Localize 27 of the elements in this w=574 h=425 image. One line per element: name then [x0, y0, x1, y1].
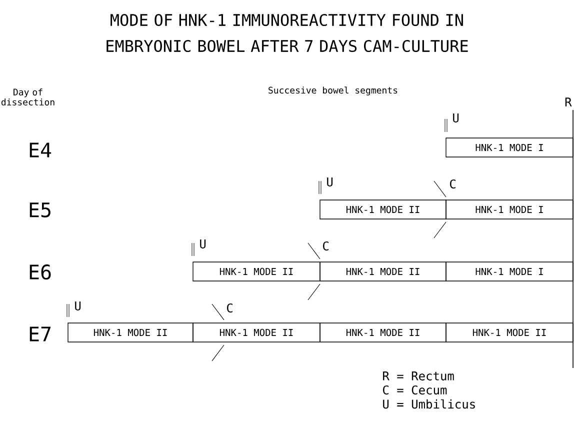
umbilicus-label: U	[75, 302, 81, 310]
cecum-label: C	[450, 179, 456, 189]
umbilicus-label: U	[200, 240, 206, 248]
segment-box: HNK-1 MODE II	[320, 322, 446, 342]
cecum-label: C	[323, 241, 328, 251]
segment-box: HNK-1 MODE I	[446, 200, 574, 220]
segment-box: HNK-1 MODE I	[446, 138, 574, 158]
cecum-label: C	[227, 303, 232, 313]
day-label: E6	[30, 264, 51, 280]
legend-text: C = Cecum	[383, 385, 447, 395]
legend-text: R = Rectum	[383, 372, 454, 380]
rectum-label: R	[565, 98, 572, 106]
day-label: E4	[30, 142, 52, 158]
legend-text: U = Umbilicus	[383, 399, 475, 409]
title: MODE OF HNK-1 IMMUNOREACTIVITY FOUND IN EMBRYONIC BOWEL AFTER 7 DAYS CAM-CULTURE	[106, 14, 468, 52]
segment-box: HNK-1 MODE II	[320, 262, 446, 282]
segment-box: HNK-1 MODE II	[446, 322, 574, 342]
umbilicus-label: U	[453, 114, 459, 122]
umbilicus-label: U	[327, 178, 333, 186]
segment-box: HNK-1 MODE II	[68, 322, 194, 342]
axis-heading: Day of dissection	[1, 88, 54, 106]
axis-heading: Succesive bowel segments	[268, 86, 398, 96]
day-label: E5	[30, 202, 50, 218]
segment-box: HNK-1 MODE II	[320, 200, 446, 220]
segment-box: HNK-1 MODE I	[446, 262, 574, 282]
segment-box: HNK-1 MODE II	[192, 262, 320, 282]
segment-box: HNK-1 MODE II	[192, 322, 320, 342]
